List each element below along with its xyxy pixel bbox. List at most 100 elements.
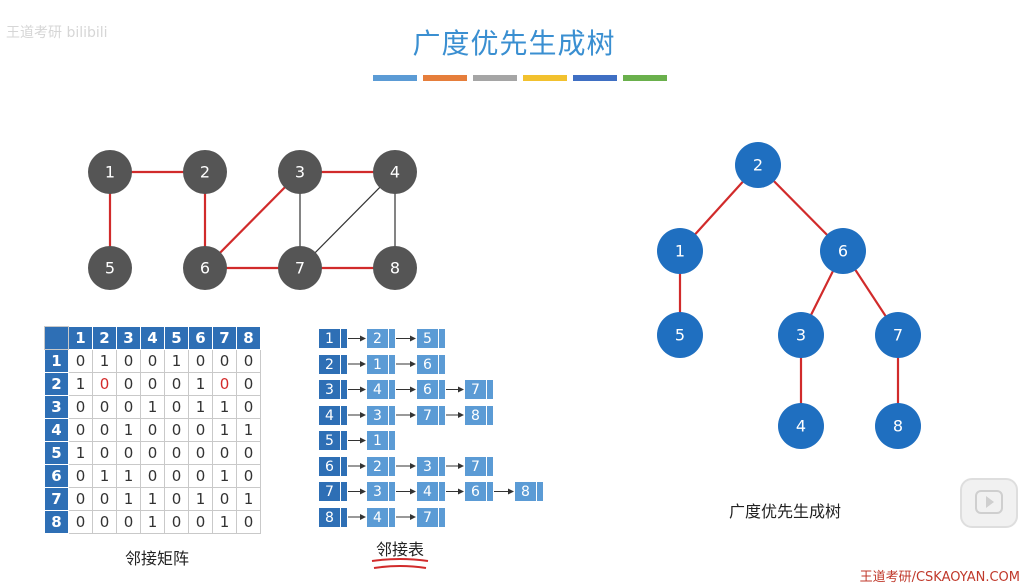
adj-node-pointer (438, 404, 446, 426)
adj-arrows (348, 335, 514, 520)
tree-node-7: 7 (875, 312, 921, 358)
matrix-cell: 1 (92, 464, 117, 488)
adj-list-node: 3 (366, 404, 389, 426)
adj-head-4: 4 (318, 404, 341, 426)
adj-head-3: 3 (318, 379, 341, 400)
adj-list-node: 5 (416, 328, 439, 349)
adj-list-node: 6 (416, 379, 439, 400)
matrix-cell: 0 (140, 349, 165, 373)
strip-segment (523, 75, 567, 81)
matrix-cell: 0 (212, 487, 237, 511)
matrix-cell: 0 (164, 464, 189, 488)
matrix-cell: 1 (116, 464, 141, 488)
node-circle (88, 150, 132, 194)
adj-list-node: 4 (366, 506, 389, 528)
matrix-cell: 1 (188, 395, 213, 419)
adj-list-node: 2 (366, 328, 389, 349)
matrix-cell: 0 (188, 464, 213, 488)
node-circle (778, 312, 824, 358)
tree-node-8: 8 (875, 403, 921, 449)
node-label: 3 (796, 326, 806, 345)
adj-node-pointer (388, 455, 396, 477)
tree-node-2: 2 (735, 142, 781, 188)
node-circle (373, 246, 417, 290)
matrix-cell: 0 (92, 510, 117, 534)
matrix-cell: 1 (140, 510, 165, 534)
matrix-col-header: 3 (116, 326, 141, 350)
matrix-cell: 1 (116, 418, 141, 442)
adj-list-caption: 邻接表 (375, 540, 424, 559)
watermark-bottom-right: 王道考研/CSKAOYAN.COM (859, 570, 1020, 585)
matrix-cell: 1 (92, 349, 117, 373)
matrix-cell: 1 (212, 464, 237, 488)
play-button[interactable] (960, 478, 1018, 528)
graph-edge (299, 171, 396, 269)
matrix-cell: 0 (92, 395, 117, 419)
matrix-row-header: 1 (44, 349, 69, 373)
matrix-col-header: 1 (68, 326, 93, 350)
adj-list-node: 1 (366, 430, 389, 451)
matrix-cell: 0 (164, 441, 189, 465)
matrix-cell: 0 (68, 510, 93, 534)
adj-node-pointer (388, 404, 396, 426)
matrix-cell: 0 (236, 510, 261, 534)
adj-list-node: 3 (416, 455, 439, 477)
play-icon (975, 490, 1003, 514)
node-circle (657, 228, 703, 274)
matrix-col-header: 4 (140, 326, 165, 350)
node-label: 3 (295, 163, 305, 182)
node-circle (778, 403, 824, 449)
node-circle (88, 246, 132, 290)
graph-tree-edge (204, 171, 301, 269)
tree-node-3: 3 (778, 312, 824, 358)
matrix-col-header: 7 (212, 326, 237, 350)
adj-list-node: 1 (366, 353, 389, 375)
matrix-cell: 0 (188, 441, 213, 465)
adj-list-node: 8 (464, 404, 487, 426)
node-label: 5 (105, 259, 115, 278)
matrix-cell: 0 (212, 372, 237, 396)
matrix-cell: 1 (212, 510, 237, 534)
strip-segment (623, 75, 667, 81)
node-label: 4 (390, 163, 400, 182)
adj-list-node: 3 (366, 481, 389, 502)
node-label: 7 (893, 326, 903, 345)
matrix-row-header: 4 (44, 418, 69, 442)
node-label: 2 (753, 156, 763, 175)
node-circle (875, 403, 921, 449)
matrix-cell: 0 (68, 349, 93, 373)
matrix-cell: 0 (236, 441, 261, 465)
adj-node-pointer (388, 481, 396, 502)
matrix-cell: 0 (92, 441, 117, 465)
adj-head-pointer (340, 379, 348, 400)
adj-node-pointer (388, 430, 396, 451)
matrix-cell: 1 (140, 395, 165, 419)
adj-head-pointer (340, 353, 348, 375)
graph-node-4: 4 (373, 150, 417, 194)
matrix-cell: 1 (140, 487, 165, 511)
matrix-cell: 0 (140, 418, 165, 442)
strip-segment (473, 75, 517, 81)
matrix-cell: 0 (140, 372, 165, 396)
adj-node-pointer (438, 328, 446, 349)
node-label: 1 (105, 163, 115, 182)
matrix-row-header: 7 (44, 487, 69, 511)
matrix-cell: 1 (68, 372, 93, 396)
matrix-cell: 0 (212, 441, 237, 465)
node-label: 4 (796, 417, 806, 436)
adj-list-node: 8 (514, 481, 537, 502)
node-label: 6 (200, 259, 210, 278)
adj-node-pointer (438, 455, 446, 477)
node-circle (183, 150, 227, 194)
node-circle (278, 246, 322, 290)
matrix-cell: 0 (164, 418, 189, 442)
matrix-cell: 0 (236, 464, 261, 488)
